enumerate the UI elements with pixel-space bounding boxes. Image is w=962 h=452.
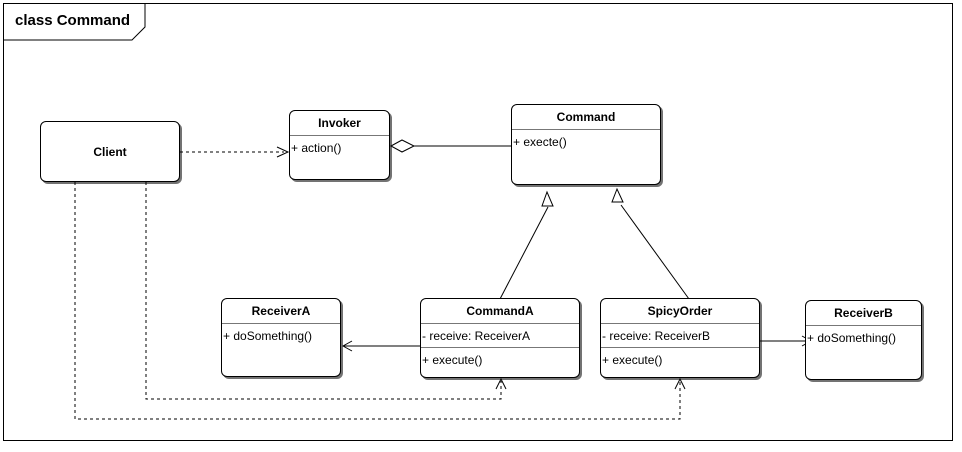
dependency-client-commanda: [145, 182, 502, 400]
method: + execute(): [422, 353, 483, 367]
class-name: ReceiverA: [251, 304, 311, 318]
frame-title-shape: [3, 3, 146, 41]
generalization-commanda-command: [499, 206, 549, 300]
compartment-divider: [222, 323, 340, 324]
method: + doSomething(): [223, 329, 313, 343]
frame-title-tab: class Command: [3, 3, 146, 41]
class-spicyorder[interactable]: SpicyOrder - receive: ReceiverB + execut…: [600, 298, 760, 378]
class-receivera[interactable]: ReceiverA + doSomething(): [221, 298, 341, 377]
generalization-spicyorder-triangle: [611, 187, 624, 203]
method: + action(): [291, 141, 342, 155]
compartment-divider: [601, 323, 759, 324]
field: - receive: ReceiverB: [602, 329, 711, 343]
class-receiverb[interactable]: ReceiverB + doSomething(): [805, 300, 922, 380]
field: - receive: ReceiverA: [422, 329, 531, 343]
class-commanda[interactable]: CommandA - receive: ReceiverA + execute(…: [420, 298, 580, 378]
compartment-divider: [421, 323, 579, 324]
aggregation-diamond: [389, 139, 416, 153]
method: + doSomething(): [807, 331, 897, 345]
compartment-divider: [601, 347, 759, 348]
class-name: ReceiverB: [834, 306, 893, 320]
association-commanda-receivera-arrowhead: [341, 340, 353, 352]
generalization-spicyorder-command: [620, 204, 690, 300]
dependency-client-commanda-arrowhead: [495, 377, 507, 390]
class-name: Command: [556, 110, 616, 124]
frame-title: class Command: [15, 12, 131, 29]
compartment-divider: [290, 135, 389, 136]
class-invoker[interactable]: Invoker + action(): [289, 110, 390, 180]
class-name: Client: [93, 144, 127, 159]
class-client[interactable]: Client: [40, 121, 180, 182]
compartment-divider: [806, 325, 921, 326]
compartment-divider: [512, 129, 660, 130]
class-name: CommandA: [466, 304, 534, 318]
dependency-client-invoker-arrowhead: [276, 146, 290, 158]
method: + execute(): [602, 353, 663, 367]
class-name: Invoker: [318, 116, 361, 130]
generalization-commanda-triangle: [541, 190, 554, 207]
compartment-divider: [421, 347, 579, 348]
method: + execte(): [513, 135, 567, 149]
class-command[interactable]: Command + execte(): [511, 104, 661, 185]
dependency-client-spicyorder-arrowhead: [674, 377, 686, 390]
dependency-client-spicyorder: [74, 182, 681, 420]
class-name: SpicyOrder: [647, 304, 713, 318]
